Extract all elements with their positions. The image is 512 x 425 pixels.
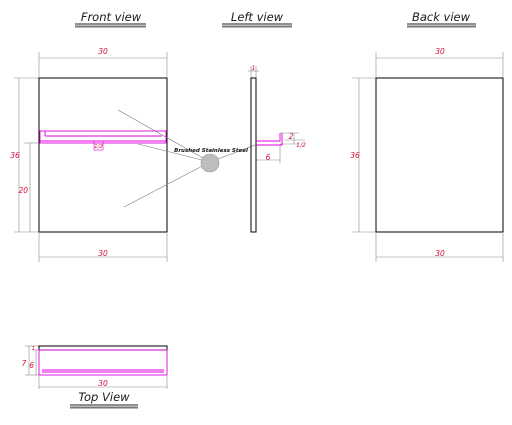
top-thickness-label: 1 <box>32 346 36 352</box>
top-view-title-text: Top View <box>78 390 130 404</box>
back-view: 30 30 36 <box>350 47 504 262</box>
back-extension-lines <box>352 52 504 262</box>
front-view-title-text: Front view <box>81 10 142 24</box>
top-depth-total-label: 7 <box>22 359 27 368</box>
left-lip-height-label: 2 <box>289 132 294 141</box>
top-view: 30 7 6 1 <box>22 345 168 389</box>
material-leader-lines <box>117 109 256 208</box>
front-height-total-label: 36 <box>10 151 20 160</box>
back-view-title-text: Back view <box>412 10 471 24</box>
back-panel-outline <box>375 77 504 233</box>
front-shelf-dim-box <box>93 140 104 151</box>
top-dimension-lines <box>28 346 167 388</box>
material-label: Brushed Stainless Steel <box>174 148 248 154</box>
left-panel-outline <box>250 77 257 233</box>
top-view-title: Top View <box>70 390 138 409</box>
material-callout: Brushed Stainless Steel <box>117 109 256 208</box>
left-shelf <box>256 133 283 146</box>
front-view-title: Front view <box>75 10 146 28</box>
left-view: 1 6 2 1/2 <box>248 64 306 233</box>
left-thickness-label: 1 <box>251 64 255 72</box>
front-extension-lines <box>14 52 168 262</box>
left-shelf-depth-label: 6 <box>266 153 271 162</box>
front-shelf-small-label: 1/2 <box>94 144 103 150</box>
front-height-shelf-label: 20 <box>18 186 28 195</box>
top-shelf <box>38 349 168 376</box>
back-width-top-label: 30 <box>435 47 445 56</box>
back-width-bottom-label: 30 <box>435 249 445 258</box>
top-extension-lines <box>25 345 168 389</box>
front-panel-outline <box>38 77 168 233</box>
front-view: 30 30 36 20 1/2 <box>10 47 168 262</box>
back-view-title: Back view <box>407 10 476 28</box>
material-swatch-icon <box>200 153 220 173</box>
back-dimension-lines <box>358 57 503 258</box>
front-dimension-lines <box>18 57 167 258</box>
left-view-title-text: Left view <box>231 10 284 24</box>
left-view-title: Left view <box>222 10 292 28</box>
front-width-bottom-label: 30 <box>98 249 108 258</box>
top-shelf-depth-label: 6 <box>29 361 34 370</box>
back-height-label: 36 <box>350 151 360 160</box>
top-width-label: 30 <box>98 379 108 388</box>
top-panel-outline <box>38 345 168 351</box>
front-width-top-label: 30 <box>98 47 108 56</box>
left-shelf-thk-label: 1/2 <box>296 142 306 149</box>
